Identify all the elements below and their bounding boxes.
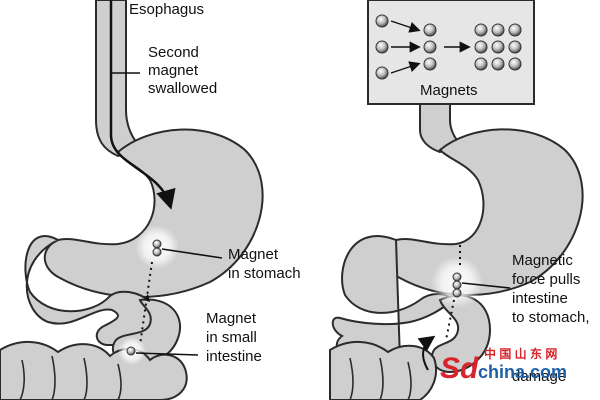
intestine-folds-left [19,355,122,400]
label-magnetic-force-4: to stomach, [512,309,590,326]
label-magnet-small-intestine-2: in small [206,329,257,346]
label-magnetic-force-2: force pulls [512,271,580,288]
esophagus-left [95,0,144,158]
magnet-single-2 [375,40,389,54]
magnet-chain-2 [423,40,437,54]
attraction-arrow-left [144,294,150,302]
watermark: Sd 中 国 山 东 网 china.com [440,346,567,385]
attraction-line-left [139,261,153,346]
magnet-single-3 [375,66,389,80]
magnet-chain-1 [423,23,437,37]
pull-arrow-right [417,335,436,371]
magnets-box-content: Magnets [375,14,522,99]
leader-magnetic-force [461,282,511,289]
label-magnet-small-intestine-3: intestine [206,348,262,365]
label-magnet-in-stomach-1: Magnet [228,246,279,263]
watermark-logo: Sd [440,352,479,385]
magnets-box [367,0,535,105]
duodenum-right [331,235,456,361]
label-second-magnet-1: Second [148,44,199,61]
label-magnetic-force-5: damage [512,368,566,385]
contact-magnet-ball-3 [452,288,462,298]
label-magnet-in-stomach-2: in stomach [228,265,301,282]
magnet-in-stomach-ball-2 [152,247,162,257]
magnet-in-stomach-ball [152,239,162,249]
watermark-chinese: 中 国 山 东 网 [484,346,557,361]
box-arrow-3 [390,61,421,74]
watermark-site: china.com [478,362,567,382]
pulled-intestine-right [431,294,492,374]
label-magnetic-force-3: intestine [512,290,568,307]
box-arrow-1 [390,20,421,33]
stomach-right [382,128,584,296]
right-panel: Magnets Magnetic force pulls intestine t… [329,0,590,400]
label-second-magnet-3: swallowed [148,80,217,97]
intestine-folds-right [349,357,412,400]
attraction-line-right-bottom [445,299,455,341]
label-magnet-small-intestine-1: Magnet [206,310,257,327]
leader-stomach [161,248,223,259]
label-esophagus: Esophagus [129,1,204,18]
magnet-in-intestine-ball [126,346,136,356]
contact-magnet-ball-1 [452,272,462,282]
magnet-single-1 [375,14,389,28]
label-magnetic-force-1: Magnetic [512,252,573,269]
label-magnets-box: Magnets [420,82,478,99]
leader-intestine [135,352,199,356]
left-panel: Esophagus Second magnet swallowed Magnet… [0,0,301,400]
magnet-chain-3 [423,57,437,71]
label-second-magnet-2: magnet [148,62,199,79]
swallowed-path-arrow [109,0,176,210]
magnet-cluster [474,23,522,71]
contact-magnet-ball-2 [452,280,462,290]
